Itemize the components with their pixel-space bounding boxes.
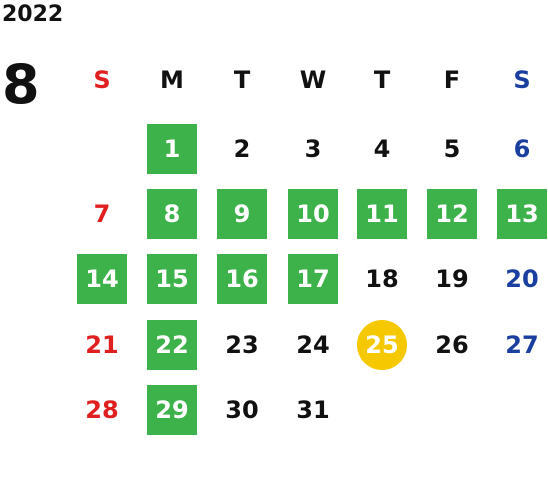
month-label: 8 (2, 53, 40, 116)
day-cell[interactable]: 20 (505, 265, 539, 293)
highlighted-day-cell[interactable]: 12 (427, 189, 477, 239)
weekday-header: F (443, 66, 461, 94)
highlighted-day-cell[interactable]: 8 (147, 189, 197, 239)
day-cell[interactable]: 31 (296, 396, 330, 424)
day-cell[interactable]: 24 (296, 331, 330, 359)
day-cell[interactable]: 5 (443, 135, 461, 163)
weekday-header: S (93, 66, 111, 94)
highlighted-day-cell[interactable]: 22 (147, 320, 197, 370)
highlighted-day-cell[interactable]: 10 (288, 189, 338, 239)
day-cell[interactable]: 4 (373, 135, 391, 163)
day-cell[interactable]: 21 (85, 331, 119, 359)
weekday-header: T (373, 66, 391, 94)
day-cell[interactable]: 7 (93, 200, 111, 228)
day-cell[interactable]: 23 (225, 331, 259, 359)
day-cell[interactable]: 30 (225, 396, 259, 424)
day-cell[interactable]: 28 (85, 396, 119, 424)
highlighted-day-cell[interactable]: 11 (357, 189, 407, 239)
day-cell[interactable]: 2 (233, 135, 251, 163)
year-label: 2022 (2, 2, 64, 27)
highlighted-day-cell[interactable]: 29 (147, 385, 197, 435)
today-day-cell[interactable]: 25 (357, 320, 407, 370)
highlighted-day-cell[interactable]: 14 (77, 254, 127, 304)
day-cell[interactable]: 27 (505, 331, 539, 359)
day-cell[interactable]: 3 (304, 135, 322, 163)
day-cell[interactable]: 19 (435, 265, 469, 293)
highlighted-day-cell[interactable]: 17 (288, 254, 338, 304)
day-cell[interactable]: 26 (435, 331, 469, 359)
highlighted-day-cell[interactable]: 15 (147, 254, 197, 304)
highlighted-day-cell[interactable]: 9 (217, 189, 267, 239)
weekday-header: S (513, 66, 531, 94)
weekday-header: M (160, 66, 184, 94)
weekday-header: W (299, 66, 327, 94)
highlighted-day-cell[interactable]: 16 (217, 254, 267, 304)
day-cell[interactable]: 18 (365, 265, 399, 293)
highlighted-day-cell[interactable]: 13 (497, 189, 547, 239)
highlighted-day-cell[interactable]: 1 (147, 124, 197, 174)
weekday-header: T (233, 66, 251, 94)
day-cell[interactable]: 6 (513, 135, 531, 163)
